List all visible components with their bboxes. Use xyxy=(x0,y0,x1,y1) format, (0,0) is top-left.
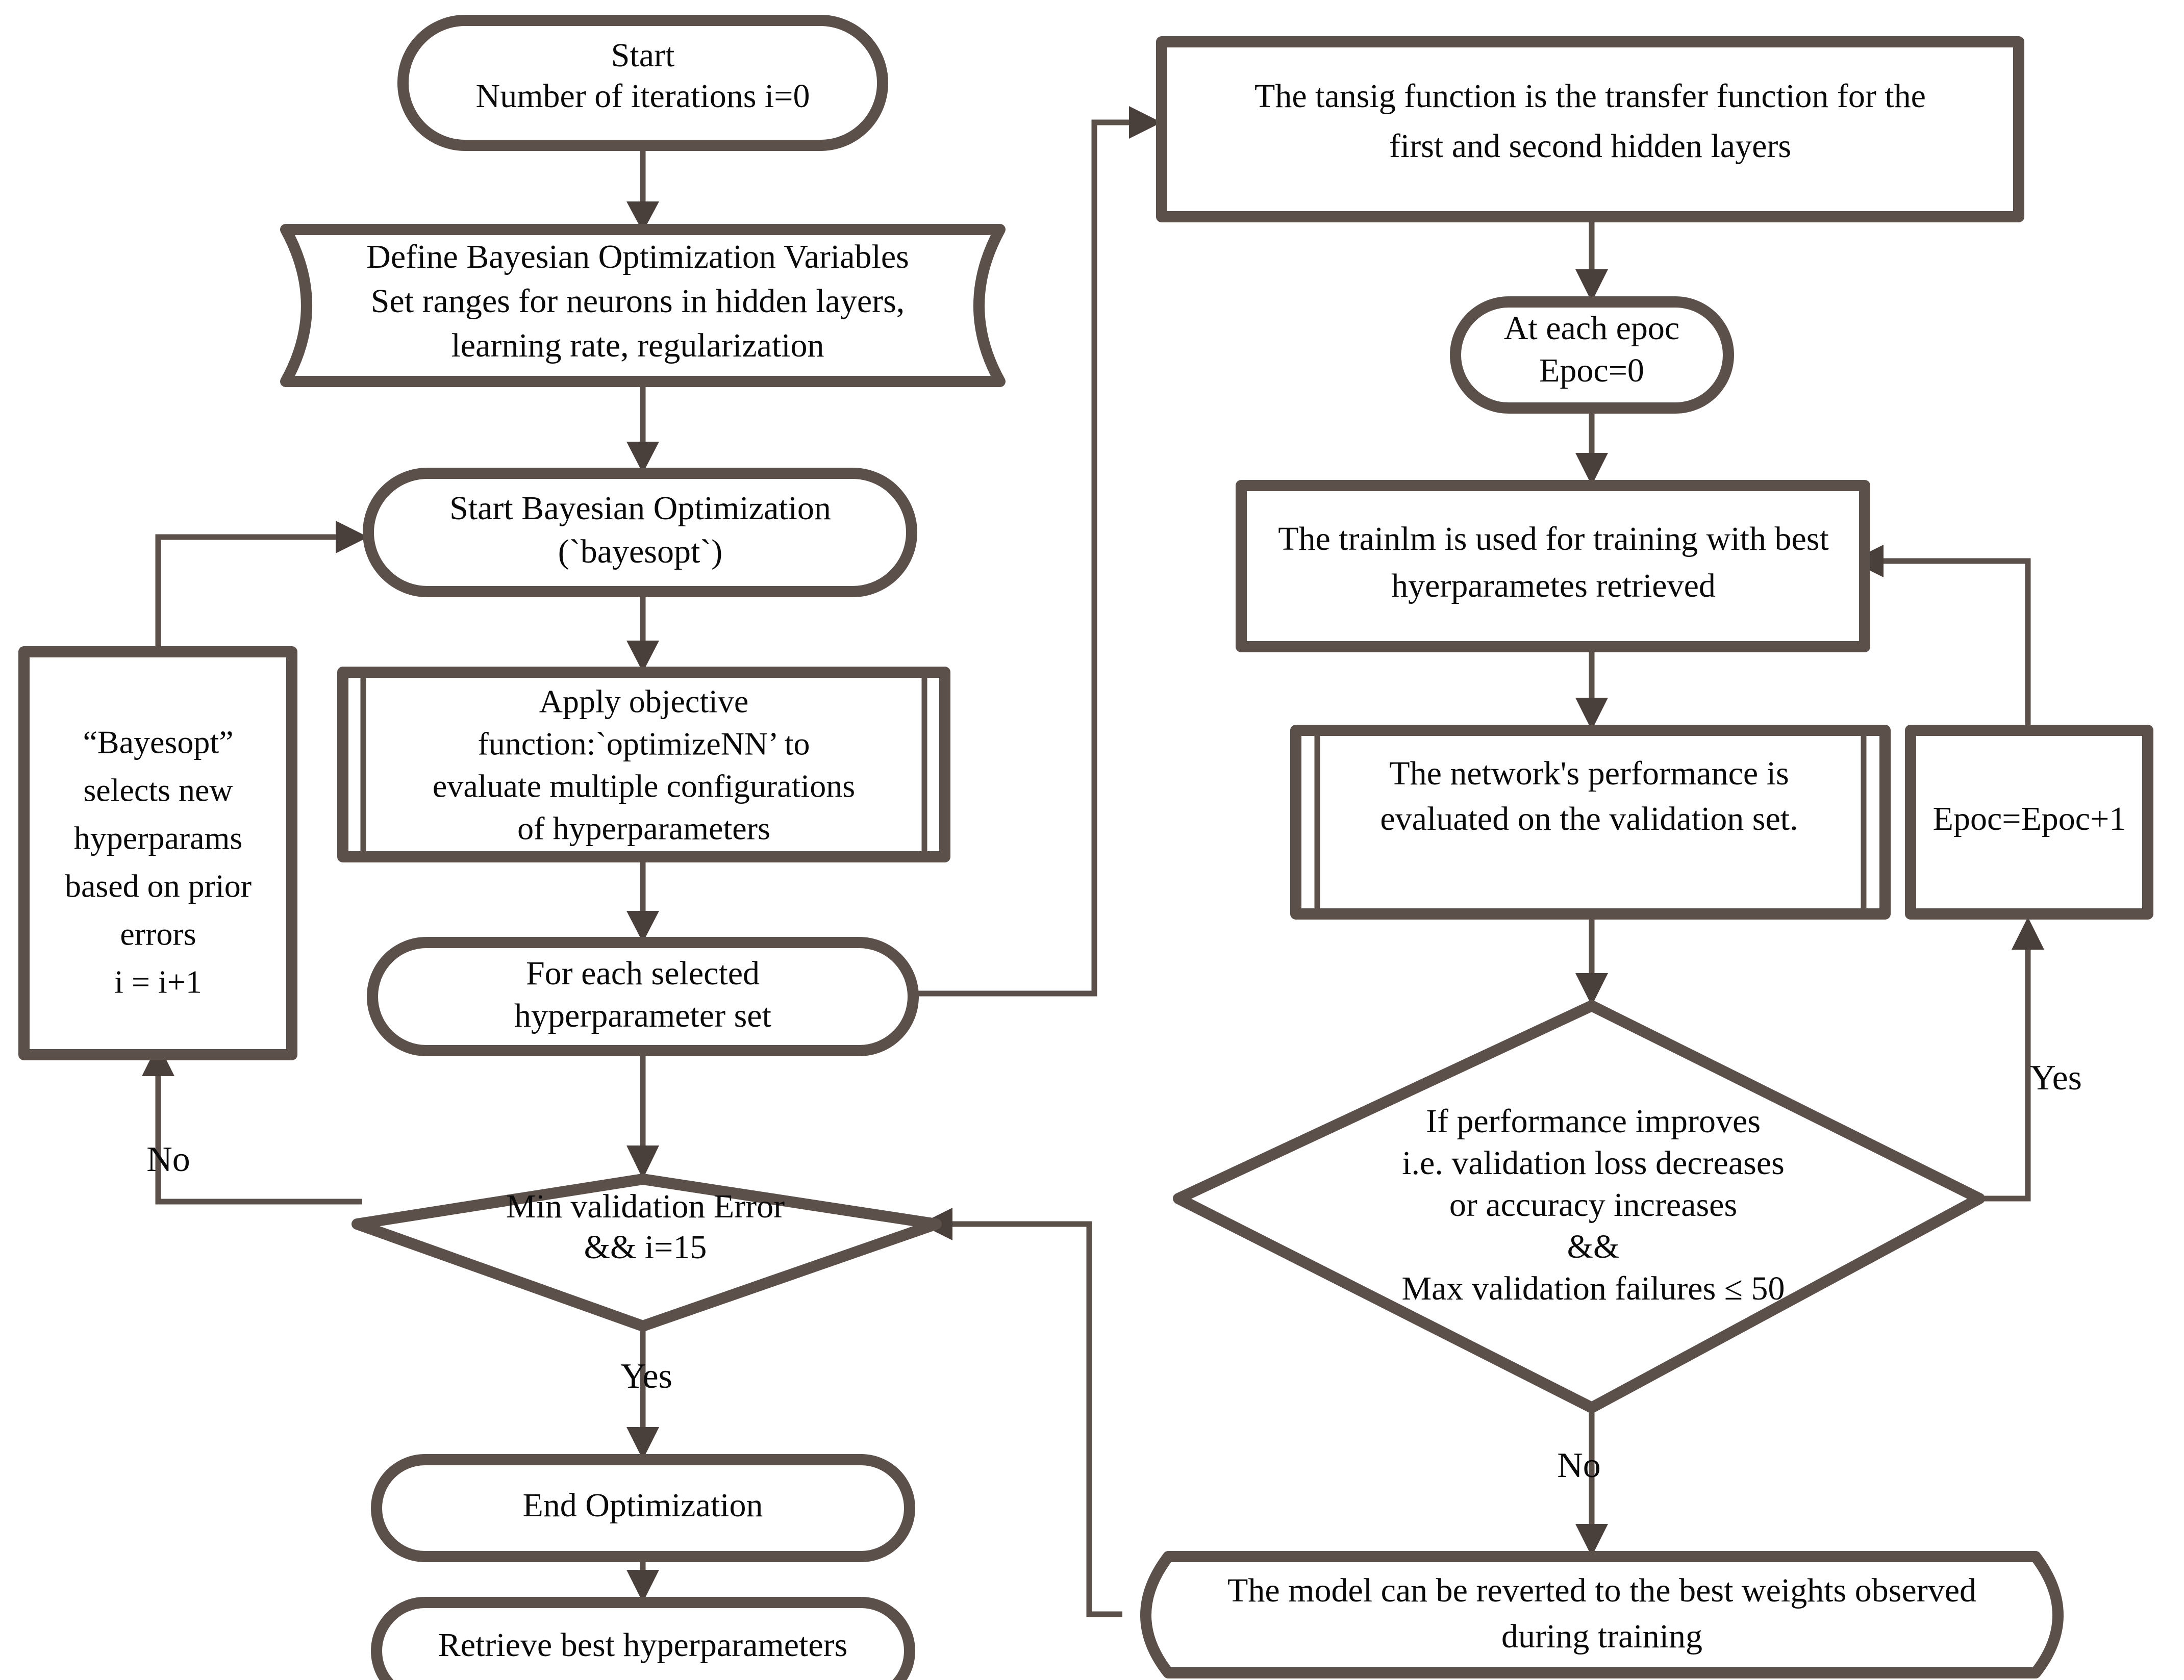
node-bayesopt-selects[interactable]: “Bayesopt” selects new hyperparams based… xyxy=(18,646,297,1060)
node-revert-model[interactable]: The model can be reverted to the best we… xyxy=(1140,1551,2064,1678)
node-if-performance[interactable]: If performance improves i.e. validation … xyxy=(1173,1000,1985,1413)
node-startbayesopt-line-0: Start Bayesian Optimization xyxy=(449,490,831,527)
node-bayesoptselects-line-4: errors xyxy=(120,916,196,952)
edge-label-yes-right: Yes xyxy=(2030,1058,2082,1098)
node-apply-line-3: of hyperparameters xyxy=(517,810,770,847)
node-start-line-0: Start xyxy=(611,37,675,74)
node-define-line-2: learning rate, regularization xyxy=(451,327,824,364)
node-bayesoptselects-line-5: i = i+1 xyxy=(114,964,202,1000)
arrowhead-foreach-to-tansig xyxy=(1129,106,1162,139)
node-ifperf-line-0: If performance improves xyxy=(1426,1103,1761,1140)
node-trainlm-line-0: The trainlm is used for training with be… xyxy=(1278,520,1829,557)
node-epocinc-line-0: Epoc=Epoc+1 xyxy=(1933,800,2126,837)
node-for-each-hyperparam[interactable]: For each selected hyperparameter set xyxy=(367,937,919,1056)
node-epoc-increment[interactable]: Epoc=Epoc+1 xyxy=(1905,725,2153,920)
node-start-line-1: Number of iterations i=0 xyxy=(476,78,810,115)
arrowhead-minval-yes-to-end xyxy=(626,1427,659,1460)
arrowhead-bayesoptselects-to-startbayesopt xyxy=(336,521,368,553)
arrowhead-ifperf-yes-to-epocinc xyxy=(2012,917,2044,950)
node-ifperf-line-3: && xyxy=(1567,1228,1620,1265)
node-tansig-function[interactable]: The tansig function is the transfer func… xyxy=(1156,36,2024,222)
node-end-optimization[interactable]: End Optimization xyxy=(371,1454,915,1562)
node-endopt-line-0: End Optimization xyxy=(522,1487,763,1524)
node-netperf-line-0: The network's performance is xyxy=(1389,755,1789,792)
node-revert-line-0: The model can be reverted to the best we… xyxy=(1227,1572,1976,1609)
node-apply-line-2: evaluate multiple configurations xyxy=(433,768,855,804)
node-minval-line-0: Min validation Error xyxy=(506,1188,785,1225)
arrowhead-trainlm-to-netperf xyxy=(1575,698,1608,730)
node-define-variables[interactable]: Define Bayesian Optimization Variables S… xyxy=(280,224,1006,387)
node-trainlm-line-1: hyerparametes retrieved xyxy=(1391,567,1716,604)
arrowhead-netperf-to-ifperf xyxy=(1575,973,1608,1006)
node-bayesoptselects-line-3: based on prior xyxy=(65,868,252,904)
node-min-validation-error[interactable]: Min validation Error && i=15 xyxy=(352,1174,942,1332)
node-at-each-epoc[interactable]: At each epoc Epoc=0 xyxy=(1450,296,1734,414)
arrowhead-epoc-to-trainlm xyxy=(1575,453,1608,486)
arrowhead-define-to-bayesopt xyxy=(626,442,659,473)
node-apply-objective[interactable]: Apply objective function:`optimizeNN’ to… xyxy=(337,667,950,862)
node-startbayesopt-line-1: (`bayesopt`) xyxy=(558,533,723,570)
edge-ifperf-yes-to-epocinc xyxy=(1979,933,2031,1202)
arrowhead-bayesopt-to-apply xyxy=(626,641,659,672)
node-epoc-line-1: Epoc=0 xyxy=(1539,352,1644,389)
node-define-line-0: Define Bayesian Optimization Variables xyxy=(366,238,909,275)
edge-revert-to-minval xyxy=(936,1221,1122,1617)
edge-label-no-left: No xyxy=(146,1140,190,1179)
node-epoc-line-0: At each epoc xyxy=(1504,310,1679,347)
node-foreach-line-1: hyperparameter set xyxy=(514,997,771,1034)
arrowhead-end-to-retrieve xyxy=(626,1570,659,1602)
edge-foreach-to-tansig xyxy=(913,119,1145,997)
edge-minval-no-to-bayesoptselects xyxy=(155,1060,362,1205)
node-start[interactable]: Start Number of iterations i=0 xyxy=(397,15,888,151)
edge-label-no-right: No xyxy=(1557,1446,1601,1485)
node-define-line-1: Set ranges for neurons in hidden layers, xyxy=(371,283,905,320)
node-netperf-line-1: evaluated on the validation set. xyxy=(1380,800,1798,837)
edge-bayesoptselects-to-startbayesopt xyxy=(155,534,352,647)
node-apply-line-0: Apply objective xyxy=(539,683,749,720)
edge-epocinc-to-trainlm xyxy=(1867,558,2031,730)
node-retrieve-line-0: Retrieve best hyperparameters xyxy=(438,1626,848,1664)
node-bayesoptselects-line-0: “Bayesopt” xyxy=(83,724,234,760)
node-ifperf-line-1: i.e. validation loss decreases xyxy=(1402,1144,1785,1182)
arrowhead-tansig-to-epoc xyxy=(1575,269,1608,302)
arrowhead-foreach-to-minval xyxy=(626,1146,659,1179)
node-ifperf-line-4: Max validation failures ≤ 50 xyxy=(1401,1270,1785,1307)
node-bayesoptselects-line-2: hyperparams xyxy=(74,820,243,856)
node-retrieve-best[interactable]: Retrieve best hyperparameters xyxy=(371,1597,915,1680)
arrowhead-start-to-define xyxy=(626,201,659,232)
node-minval-line-1: && i=15 xyxy=(584,1229,707,1266)
node-start-bayesopt[interactable]: Start Bayesian Optimization (`bayesopt`) xyxy=(363,468,917,597)
arrowhead-apply-to-foreach xyxy=(626,911,659,943)
node-ifperf-line-2: or accuracy increases xyxy=(1449,1186,1737,1224)
node-foreach-line-0: For each selected xyxy=(526,955,760,992)
node-revert-line-1: during training xyxy=(1501,1618,1702,1655)
node-bayesoptselects-line-1: selects new xyxy=(83,772,233,808)
node-network-performance[interactable]: The network's performance is evaluated o… xyxy=(1290,725,1891,920)
arrowhead-ifperf-no-to-revert xyxy=(1575,1524,1608,1557)
edge-label-yes-left: Yes xyxy=(620,1357,672,1396)
node-apply-line-1: function:`optimizeNN’ to xyxy=(478,726,810,762)
node-trainlm[interactable]: The trainlm is used for training with be… xyxy=(1236,480,1870,652)
node-tansig-line-0: The tansig function is the transfer func… xyxy=(1254,78,1926,115)
node-tansig-line-1: first and second hidden layers xyxy=(1389,128,1791,165)
